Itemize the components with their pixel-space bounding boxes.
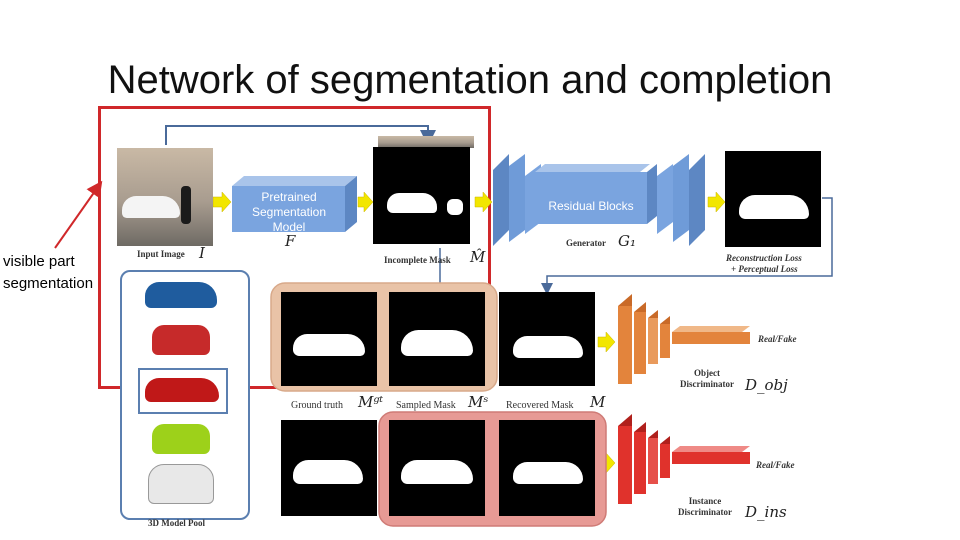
car-model-red	[145, 378, 219, 402]
ground-truth-mask-bottom	[281, 420, 377, 516]
sampled-symbol: Mˢ	[468, 393, 489, 411]
generator-symbol: G₁	[618, 232, 636, 250]
input-image-caption: Input Image	[137, 249, 185, 259]
recovered-mask-caption: Recovered Mask	[506, 400, 574, 411]
ground-truth-mask	[281, 292, 377, 386]
perceptual-loss-caption: + Perceptual Loss	[731, 264, 798, 274]
reconstruction-loss-caption: Reconstruction Loss	[726, 253, 802, 263]
instance-discriminator-blocks	[618, 414, 750, 504]
annotation-pointer	[54, 180, 103, 249]
recovered-mask-bottom	[499, 420, 595, 516]
car-model-white	[148, 464, 214, 504]
background-image-partial	[378, 136, 474, 148]
reconstructed-mask	[725, 151, 821, 247]
object-discriminator-symbol: D_obj	[745, 376, 788, 394]
ground-truth-caption: Ground truth	[291, 400, 343, 411]
person-silhouette	[181, 186, 191, 224]
car-silhouette	[122, 196, 180, 218]
incomplete-symbol: M̂	[470, 248, 486, 266]
real-fake-label-object: Real/Fake	[758, 334, 797, 344]
pretrained-model-block	[232, 176, 357, 232]
real-fake-label-instance: Real/Fake	[756, 460, 795, 470]
residual-blocks-label: Residual Blocks	[548, 199, 634, 213]
sampled-mask-caption: Sampled Mask	[396, 400, 456, 411]
incomplete-mask-caption: Incomplete Mask	[384, 255, 451, 265]
selected-model-frame	[138, 368, 228, 414]
instance-discriminator-symbol: D_ins	[745, 503, 787, 521]
sampled-mask-bottom	[389, 420, 485, 516]
car-model-mini	[152, 325, 210, 355]
input-symbol: I	[199, 244, 205, 262]
pretrained-model-label: Pretrained Segmentation Model	[251, 190, 327, 234]
instance-discriminator-caption: Instance Discriminator	[678, 496, 732, 517]
generator-caption: Generator	[566, 238, 606, 248]
feedback-line	[541, 197, 833, 295]
input-image	[117, 148, 213, 246]
car-model-blue	[145, 282, 217, 308]
skip-connection-line	[165, 125, 436, 146]
slide-title: Network of segmentation and completion	[107, 58, 833, 102]
ground-truth-symbol: Mᵍᵗ	[358, 393, 384, 411]
incomplete-mask	[373, 147, 470, 244]
object-discriminator-blocks	[618, 294, 750, 384]
car-model-green	[152, 424, 210, 454]
sampled-mask-top	[389, 292, 485, 386]
model-symbol: F	[285, 232, 296, 250]
generator-blocks	[493, 154, 705, 246]
recovered-mask-top	[499, 292, 595, 386]
model-pool-caption: 3D Model Pool	[148, 518, 205, 528]
annotation-text: visible part segmentation	[3, 253, 94, 292]
recovered-symbol: M	[590, 393, 606, 411]
object-discriminator-caption: Object Discriminator	[680, 368, 734, 389]
